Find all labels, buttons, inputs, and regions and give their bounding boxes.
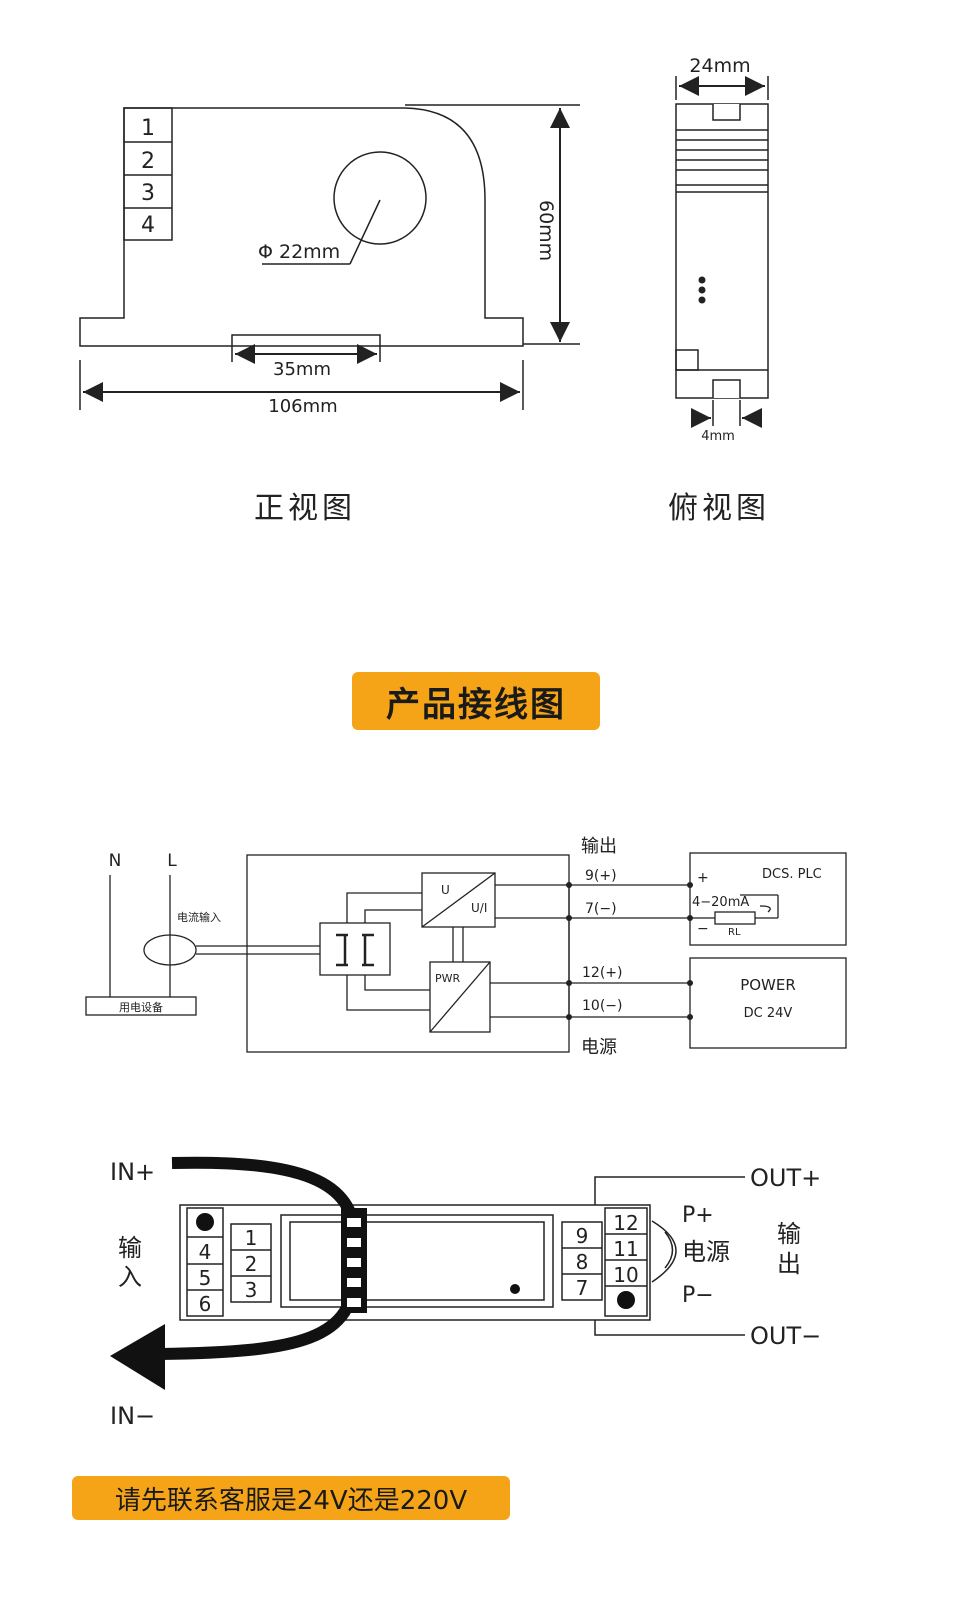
terminal-1: 1 [245,1226,258,1250]
module-dots [196,1213,635,1309]
equipment-label: 用电设备 [119,1000,163,1014]
pwr-label: PWR [435,972,461,985]
indicator-dots [698,276,706,304]
wiring-diagram [85,852,847,1053]
terminal-10: 10 [613,1263,638,1287]
in-plus-label: IN+ [110,1158,155,1186]
terminal-10-label: 10(−) [582,998,622,1014]
terminal-9-label: 9(+) [585,868,617,884]
dcs-plc-label: DCS. PLC [762,867,822,882]
neutral-label: N [109,851,122,871]
top-view-caption: 俯视图 [668,491,770,526]
current-input-label: 电流输入 [177,910,221,924]
output-label-char-2: 出 [777,1250,801,1278]
terminal-9: 9 [576,1224,589,1248]
module-power-label: 电源 [682,1238,730,1266]
terminal-2: 2 [245,1252,258,1276]
contact-note-banner: 请先联系客服是24V还是220V [72,1476,510,1520]
terminal-12: 12 [613,1211,638,1235]
front-terminal-3: 3 [141,181,155,206]
out-plus-label: OUT+ [750,1164,821,1192]
top-view [675,76,769,428]
dcs-plus-sign: + [697,870,709,886]
module-diagram [179,1176,745,1336]
width-dimension-label: 106mm [268,396,337,417]
input-label-char-1: 输 [118,1234,142,1262]
hole-diameter-label: Φ 22mm [258,241,340,263]
converter-u-label: U [441,883,450,897]
terminal-7: 7 [576,1276,589,1300]
power-plus-label: P+ [682,1203,714,1228]
terminal-5: 5 [199,1266,212,1290]
power-box-voltage: DC 24V [744,1006,793,1021]
resistor-label: RL [728,927,741,938]
clamp-slots [347,1218,361,1307]
terminal-3: 3 [245,1278,258,1302]
terminal-dots [566,882,693,1020]
terminal-6: 6 [199,1292,212,1316]
power-box-title: POWER [740,976,796,994]
wiring-diagram-banner: 产品接线图 [352,672,600,730]
power-section-label: 电源 [581,1037,617,1058]
front-terminal-1: 1 [141,116,155,141]
dcs-minus-sign: − [697,921,709,937]
live-label: L [167,851,177,871]
output-label: 输出 [581,836,617,857]
in-minus-label: IN− [110,1402,155,1430]
top-width-label: 24mm [689,55,750,77]
terminal-8: 8 [576,1250,589,1274]
front-terminal-2: 2 [141,149,155,174]
front-terminal-4: 4 [141,213,155,238]
terminal-12-label: 12(+) [582,965,622,981]
terminal-11: 11 [613,1237,638,1261]
terminal-7-label: 7(−) [585,901,617,917]
out-minus-label: OUT− [750,1322,821,1350]
terminal-4: 4 [199,1240,212,1264]
top-slot-label: 4mm [701,429,735,444]
current-range-label: 4−20mA [692,895,749,910]
in-minus-cable [159,1269,361,1360]
height-dimension-label: 60mm [535,200,557,261]
converter-ui-label: U/I [471,901,487,915]
front-view-caption: 正视图 [254,491,356,526]
slot-dimension-label: 35mm [273,359,331,380]
input-label-char-2: 入 [118,1263,142,1291]
front-view [79,104,580,410]
in-minus-arrow [110,1324,165,1390]
power-minus-label: P− [682,1283,714,1308]
output-label-char-1: 输 [777,1220,801,1248]
